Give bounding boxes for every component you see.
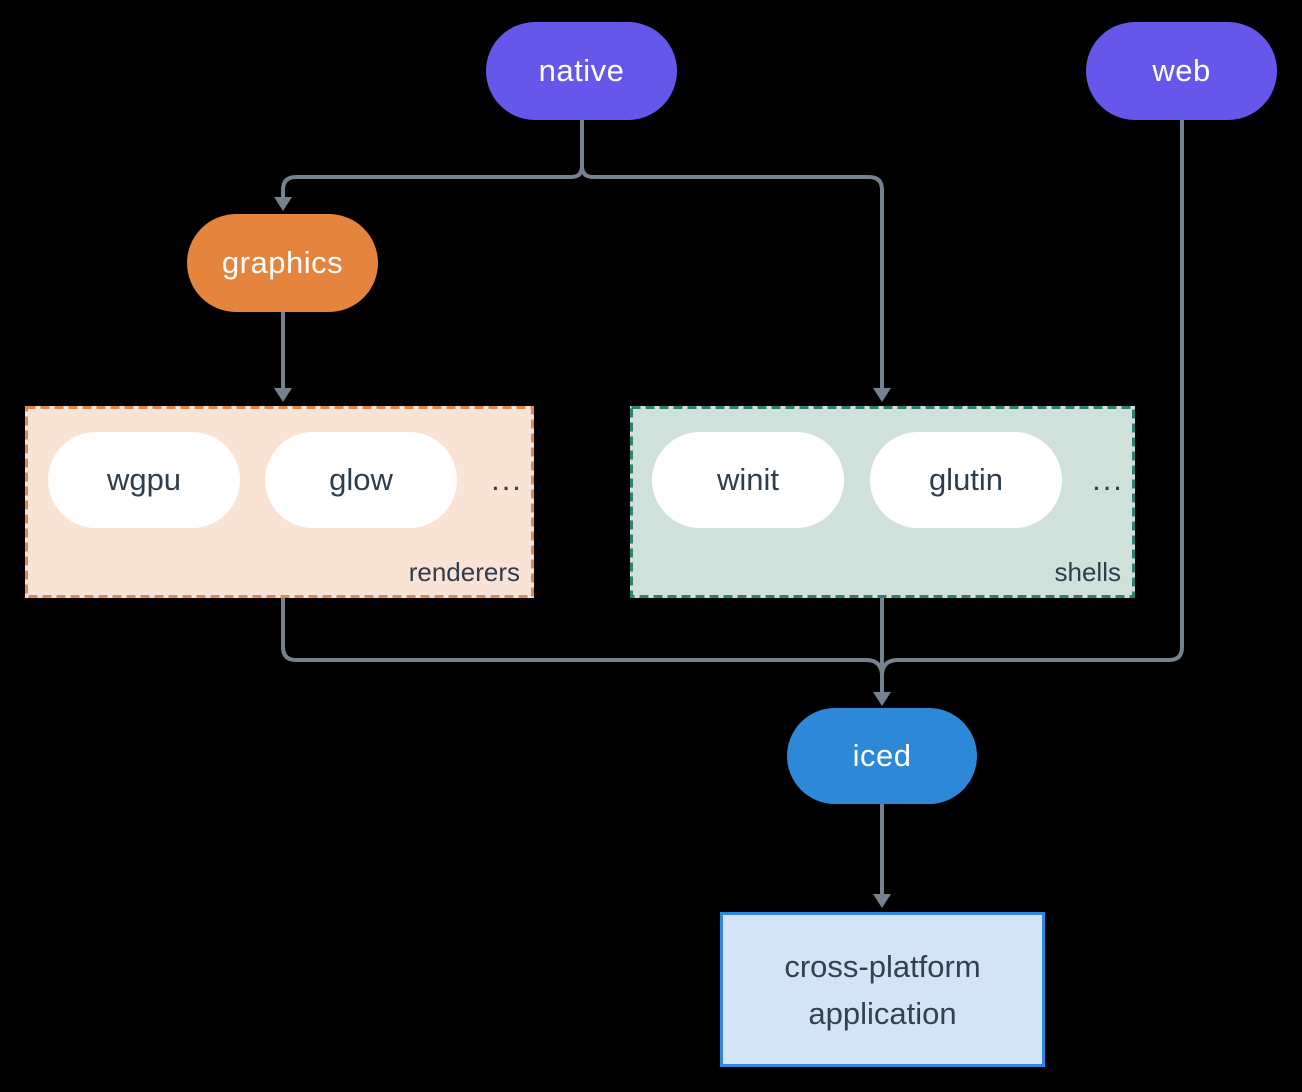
application-label-line1: cross-platform xyxy=(784,948,981,984)
node-winit: winit xyxy=(652,432,844,528)
group-shells: winit glutin ... shells xyxy=(630,406,1135,598)
node-graphics-label: graphics xyxy=(221,245,344,280)
node-application: cross-platform application xyxy=(720,912,1045,1067)
arrowhead-shells xyxy=(873,388,891,402)
node-iced-label: iced xyxy=(852,738,912,773)
node-glow: glow xyxy=(265,432,457,528)
node-glutin-label: glutin xyxy=(928,462,1004,497)
node-native: native xyxy=(486,22,677,120)
node-wgpu: wgpu xyxy=(48,432,240,528)
arrowhead-iced xyxy=(873,692,891,706)
edge-renderers-to-merge xyxy=(281,598,884,677)
application-label-line2: application xyxy=(808,995,957,1031)
arrowhead-application xyxy=(873,894,891,908)
group-label-shells: shells xyxy=(1054,557,1121,587)
node-glutin: glutin xyxy=(870,432,1062,528)
arrowhead-renderers xyxy=(274,388,292,402)
node-wgpu-label: wgpu xyxy=(106,462,182,497)
arrowhead-graphics xyxy=(274,197,292,211)
node-web-label: web xyxy=(1152,53,1211,88)
group-renderers: wgpu glow ... renderers xyxy=(25,406,534,598)
renderers-ellipsis: ... xyxy=(491,462,523,497)
node-native-label: native xyxy=(538,53,625,88)
group-label-renderers: renderers xyxy=(408,557,520,587)
shells-ellipsis: ... xyxy=(1092,462,1124,497)
edge-native-to-graphics xyxy=(281,120,584,198)
node-graphics: graphics xyxy=(187,214,378,312)
node-glow-label: glow xyxy=(329,462,393,497)
edge-native-to-shells xyxy=(580,120,884,389)
node-winit-label: winit xyxy=(716,462,779,497)
node-web: web xyxy=(1086,22,1277,120)
node-iced: iced xyxy=(787,708,977,804)
